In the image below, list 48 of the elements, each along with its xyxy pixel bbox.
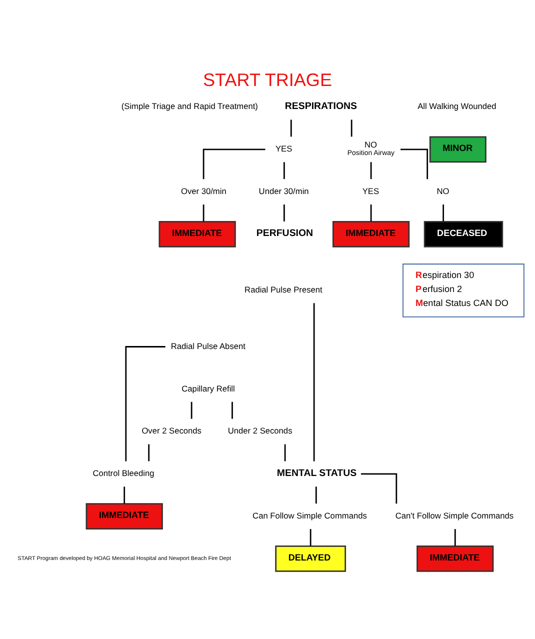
node-text: Can Follow Simple Commands bbox=[252, 510, 367, 520]
connector bbox=[283, 162, 285, 179]
connector bbox=[202, 204, 204, 221]
connector bbox=[350, 119, 352, 136]
connector bbox=[310, 528, 312, 546]
node-box: DELAYED bbox=[275, 545, 346, 572]
node-box: IMMEDIATE bbox=[86, 502, 163, 530]
label: (Simple Triage and Rapid Treatment) bbox=[121, 100, 258, 111]
connector bbox=[360, 472, 398, 504]
diagram-title: START TRIAGE bbox=[202, 70, 332, 90]
node-box: MINOR bbox=[429, 136, 486, 162]
node-text: NO bbox=[436, 185, 450, 196]
node-text: Over 30/min bbox=[180, 185, 226, 196]
node-text: Capillary Refill bbox=[182, 382, 235, 393]
connector bbox=[370, 204, 372, 221]
node-box: IMMEDIATE bbox=[158, 220, 236, 247]
node-text: YES bbox=[362, 185, 380, 196]
node-text: RESPIRATIONS bbox=[284, 100, 358, 112]
node-text: Can't Follow Simple Commands bbox=[395, 510, 514, 520]
connector bbox=[370, 162, 372, 179]
connector bbox=[284, 444, 286, 461]
connector bbox=[190, 401, 192, 418]
node-text: YES bbox=[275, 143, 292, 154]
connector bbox=[124, 486, 126, 504]
connector bbox=[290, 119, 292, 136]
connector bbox=[283, 204, 285, 221]
node-text: Radial Pulse Present bbox=[244, 284, 322, 294]
connector bbox=[400, 148, 428, 179]
node-text: PERFUSION bbox=[256, 228, 314, 239]
connector bbox=[232, 401, 233, 418]
node-text: Under 30/min bbox=[258, 185, 309, 196]
node-text: Over 2 Seconds bbox=[142, 425, 202, 436]
node-box: IMMEDIATE bbox=[332, 220, 410, 247]
connector bbox=[202, 148, 266, 179]
connector bbox=[125, 346, 166, 461]
node-text: Radial Pulse Absent bbox=[170, 340, 246, 350]
connector bbox=[442, 204, 444, 221]
node-box: DECEASED bbox=[424, 220, 504, 247]
node-text: Under 2 Seconds bbox=[228, 425, 292, 436]
node-text: All Walking Wounded bbox=[418, 100, 496, 111]
connector bbox=[454, 528, 456, 546]
node-box: Respiration 30 Perfusion 2 Mental Status CAN DO bbox=[402, 263, 524, 317]
node-box: IMMEDIATE bbox=[416, 545, 494, 572]
connector bbox=[148, 444, 150, 461]
node-text: Control Bleeding bbox=[92, 468, 154, 478]
connector bbox=[315, 486, 317, 504]
node-text: MENTAL STATUS bbox=[276, 467, 357, 478]
connector bbox=[313, 302, 315, 461]
